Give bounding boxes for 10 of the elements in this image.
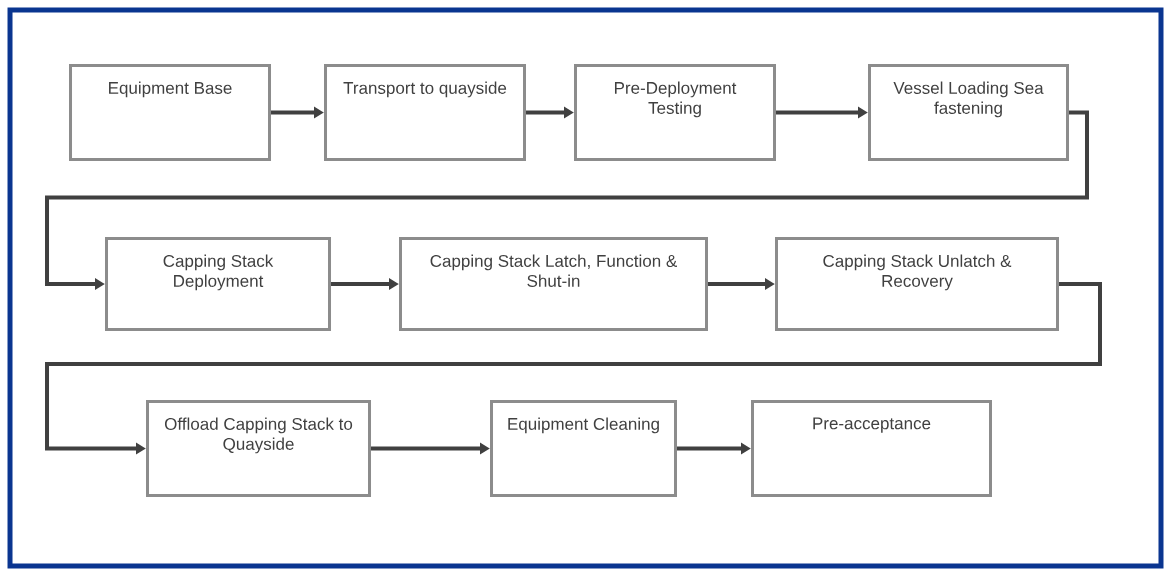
process-box: Vessel Loading Sea fastening xyxy=(868,64,1069,161)
process-box: Capping Stack Latch, Function & Shut-in xyxy=(399,237,708,331)
process-box: Equipment Cleaning xyxy=(490,400,677,497)
process-box: Pre-Deployment Testing xyxy=(574,64,776,161)
process-box: Pre-acceptance xyxy=(751,400,992,497)
process-box: Equipment Base xyxy=(69,64,271,161)
process-box: Capping Stack Deployment xyxy=(105,237,331,331)
process-box: Capping Stack Unlatch & Recovery xyxy=(775,237,1059,331)
process-box: Transport to quayside xyxy=(324,64,526,161)
process-box: Offload Capping Stack to Quayside xyxy=(146,400,371,497)
